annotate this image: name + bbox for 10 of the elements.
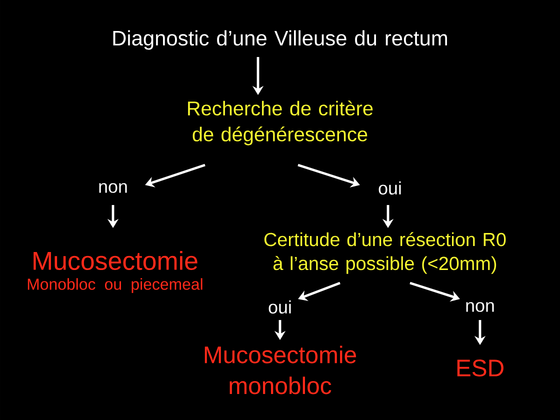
treatment-label: Mucosectomie Monobloc ou piecemeal [28,251,202,293]
treatment-label: Mucosectomie monobloc [204,346,356,394]
question-text: Certitude d’une résection R0 à l’anse possible (<20mm) [264,232,506,274]
answer-label: oui [268,300,291,314]
treatment-label: ESD [457,360,504,376]
question-text: Recherche de critère de dégénérescence [188,100,373,146]
answer-label: oui [378,181,401,195]
heading-text: Diagnostic d’une Villeuse du rectum [113,30,447,50]
answer-label: non [99,183,127,193]
answer-label: non [466,302,494,312]
